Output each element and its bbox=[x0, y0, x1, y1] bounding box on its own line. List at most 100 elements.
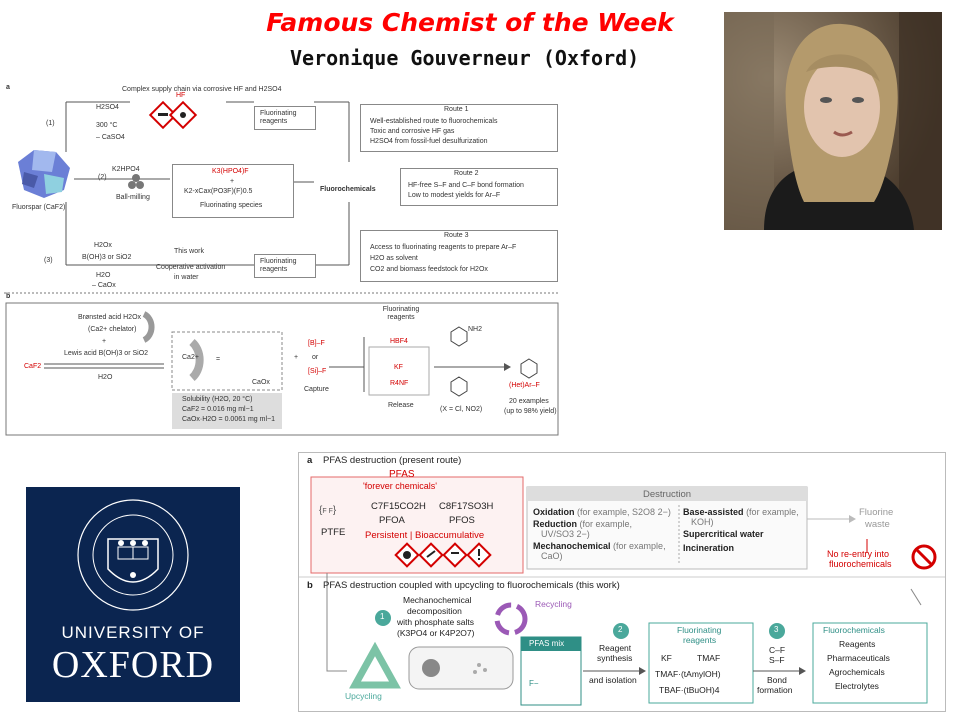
method-mechanochemical: Mechanochemical (for example, bbox=[533, 541, 666, 551]
recycling-label: Recycling bbox=[535, 599, 572, 609]
step3-byproduct: – CaOx bbox=[92, 282, 116, 289]
step2-number: (2) bbox=[98, 174, 107, 181]
ptfe-label: PTFE bbox=[321, 527, 346, 538]
route1-bullet3: H2SO4 from fossil-fuel desulfurization bbox=[370, 138, 488, 145]
figure-fluorspar-routes: a Complex supply chain via corrosive HF … bbox=[4, 82, 560, 437]
oxford-logo: UNIVERSITY OF OXFORD bbox=[26, 487, 240, 702]
route3-bullet1: Access to fluorinating reagents to prepa… bbox=[370, 244, 517, 251]
no-reentry-2: fluorochemicals bbox=[829, 559, 892, 569]
upcycling-icon bbox=[349, 641, 401, 689]
fluorspar-crystal-icon bbox=[18, 150, 70, 198]
bond-cf: C–F bbox=[769, 645, 786, 655]
boron-fluoride: [B]–F bbox=[308, 340, 325, 347]
fc-agrochemicals: Agrochemicals bbox=[829, 667, 885, 677]
step3-solvent: H2O bbox=[96, 272, 111, 279]
pfoa-formula: C7F15CO2H bbox=[371, 501, 426, 512]
panel-a-label: a bbox=[307, 455, 313, 466]
solubility-caf2: CaF2 = 0.016 mg ml−1 bbox=[182, 406, 254, 413]
reagent-kf: KF bbox=[661, 653, 672, 663]
portrait-photo bbox=[724, 12, 942, 230]
hazard-icons bbox=[394, 542, 492, 568]
pfas-label: PFAS bbox=[389, 469, 415, 480]
equals-sign: = bbox=[216, 356, 221, 363]
route2-bullet1: HF-free S–F and C–F bond formation bbox=[408, 182, 524, 189]
step1-byproduct: – CaSO4 bbox=[96, 134, 125, 141]
mech-title-2: decomposition bbox=[407, 606, 462, 616]
step-1-number: 1 bbox=[380, 612, 385, 621]
bond-formation-2: formation bbox=[757, 685, 793, 695]
route3-bullet3: CO2 and biomass feedstock for H2Ox bbox=[370, 266, 488, 273]
or-label: or bbox=[312, 354, 319, 361]
pfos-label: PFOS bbox=[449, 515, 475, 526]
method-reduction: Reduction (for example, bbox=[533, 519, 633, 529]
panel-b-label: b bbox=[6, 293, 11, 300]
hetar-f-label: (Het)Ar–F bbox=[509, 382, 540, 389]
fc-electrolytes: Electrolytes bbox=[835, 681, 879, 691]
r4nf-label: R4NF bbox=[390, 380, 409, 387]
reagent-tmaf-amyl: TMAF·(tAmylOH) bbox=[655, 669, 721, 679]
method-mech-ex: CaO) bbox=[541, 551, 563, 561]
oxford-line2: OXFORD bbox=[51, 644, 215, 686]
reagent-tbaf: TBAF·(tBuOH)4 bbox=[659, 685, 720, 695]
panel-b-label: b bbox=[307, 580, 313, 591]
reagent-synthesis-3: and isolation bbox=[589, 675, 637, 685]
reagent-synthesis-2: synthesis bbox=[597, 653, 633, 663]
fluorinating-reagents-3: Fluorinating reagents bbox=[260, 258, 297, 274]
mech-title-3: with phosphate salts bbox=[397, 617, 475, 627]
route3-title: Route 3 bbox=[444, 232, 469, 239]
examples-count: 20 examples bbox=[509, 398, 549, 405]
method-base-ex: KOH) bbox=[691, 517, 714, 527]
pfas-mix-label: PFAS mix bbox=[529, 639, 565, 648]
method-incineration: Incineration bbox=[683, 543, 735, 553]
method-oxidation: Oxidation (for example, S2O8 2−) bbox=[533, 507, 671, 517]
chelator-icon bbox=[142, 311, 155, 343]
mech-title-4: (K3PO4 or K4P2O7) bbox=[397, 628, 475, 638]
fluorochemicals-label: Fluorochemicals bbox=[320, 186, 376, 193]
oxford-crest-icon bbox=[77, 499, 189, 611]
chelator-note: (Ca2+ chelator) bbox=[88, 326, 137, 333]
fc-pharmaceuticals: Pharmaceuticals bbox=[827, 653, 890, 663]
panel-a-label: a bbox=[6, 84, 10, 91]
caf2-label: CaF2 bbox=[24, 363, 42, 370]
caox-label: CaOx bbox=[252, 379, 270, 386]
method-reduction-ex: UV/SO3 2−) bbox=[541, 529, 590, 539]
species-caption: Fluorinating species bbox=[200, 202, 263, 209]
step1-reagent: H2SO4 bbox=[96, 104, 119, 111]
ball-milling-label: Ball-milling bbox=[116, 194, 150, 201]
fluorine-waste-2: waste bbox=[865, 519, 890, 530]
solubility-title: Solubility (H2O, 20 °C) bbox=[182, 396, 253, 403]
route1-bullet2: Toxic and corrosive HF gas bbox=[370, 128, 455, 135]
silicon-fluoride: [Si]–F bbox=[308, 368, 327, 375]
fluoride-label: F− bbox=[529, 679, 539, 688]
step3-reagent1: H2Ox bbox=[94, 242, 112, 249]
bond-formation-1: Bond bbox=[767, 675, 787, 685]
solubility-caox: CaOx·H2O = 0.0061 mg ml−1 bbox=[182, 416, 275, 423]
method-supercritical: Supercritical water bbox=[683, 529, 764, 539]
this-work-label: This work bbox=[174, 248, 204, 255]
corrosive-hazard-icon bbox=[148, 100, 198, 130]
capture-label: Capture bbox=[304, 386, 329, 393]
release-label: Release bbox=[388, 402, 414, 409]
ptfe-structure: {F F} bbox=[319, 505, 337, 516]
fr-title-2: reagents bbox=[683, 635, 717, 645]
reagent-tmaf: TMAF bbox=[697, 653, 721, 663]
figure-pfas-upcycling: a PFAS destruction (present route) PFAS … bbox=[298, 452, 946, 712]
step1-number: (1) bbox=[46, 120, 55, 127]
route2-title: Route 2 bbox=[454, 170, 479, 177]
no-entry-icon bbox=[911, 544, 937, 570]
species-1: K3(HPO4)F bbox=[212, 168, 249, 175]
lewis-acid: Lewis acid B(OH)3 or SiO2 bbox=[64, 350, 149, 357]
hbf4-label: HBF4 bbox=[390, 338, 408, 345]
panel-a-title: PFAS destruction (present route) bbox=[323, 455, 462, 466]
bronsted-acid: Brønsted acid H2Ox bbox=[78, 314, 142, 321]
fluorspar-label: Fluorspar (CaF2) bbox=[12, 204, 66, 211]
step3-number: (3) bbox=[44, 257, 53, 264]
page-subtitle: Veronique Gouverneur (Oxford) bbox=[290, 46, 640, 70]
forever-chemicals: 'forever chemicals' bbox=[363, 481, 437, 491]
reagent-synthesis-1: Reagent bbox=[599, 643, 632, 653]
yield-note: (up to 98% yield) bbox=[504, 408, 557, 415]
persistent-bioaccumulative: Persistent | Bioaccumulative bbox=[365, 530, 485, 541]
species-plus: + bbox=[230, 178, 235, 185]
fluorine-waste-1: Fluorine bbox=[859, 507, 894, 518]
step-3-number: 3 bbox=[774, 625, 779, 634]
